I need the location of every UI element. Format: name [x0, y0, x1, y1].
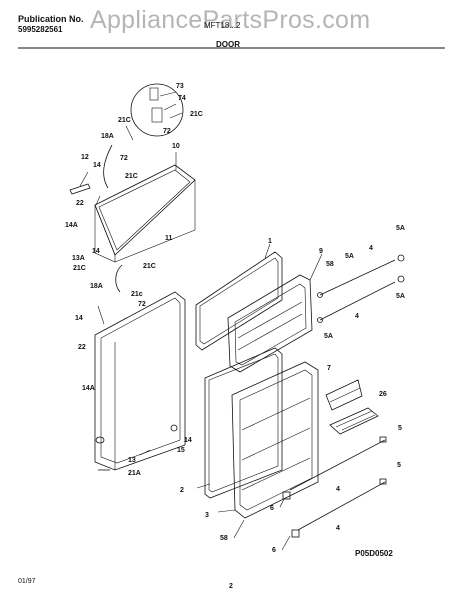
callout-21c-c: 21C [125, 173, 138, 180]
callout-72-a: 72 [163, 128, 171, 135]
callout-21c-a: 21C [190, 111, 203, 118]
callout-3: 3 [205, 512, 209, 519]
egg-tray [329, 407, 379, 435]
bar-end-6-1 [282, 491, 291, 500]
callout-4-b: 4 [355, 313, 359, 320]
callout-5a-d: 5A [324, 333, 333, 340]
callout-9: 9 [319, 248, 323, 255]
shelf-rod-upper [319, 259, 396, 296]
callout-74: 74 [178, 95, 186, 102]
callout-2: 2 [180, 487, 184, 494]
publication-label: Publication No. [18, 14, 84, 24]
callout-14-a: 14 [93, 162, 101, 169]
rod-cap-5a-4 [317, 317, 323, 323]
callout-14-c: 14 [75, 315, 83, 322]
shelf-rod-lower [319, 281, 396, 321]
callout-18a-a: 18A [101, 133, 114, 140]
freezer-door-panel [94, 164, 196, 263]
callout-7: 7 [327, 365, 331, 372]
callout-15: 15 [177, 447, 185, 454]
leader-lines [79, 112, 323, 551]
screw-13 [95, 436, 105, 444]
dairy-bin [325, 379, 363, 411]
callout-72-c: 72 [138, 301, 146, 308]
freezer-door [227, 274, 313, 373]
publication-number: 5995282561 [18, 25, 63, 34]
hinge-detail-circle [130, 83, 184, 137]
freezer-door-gasket [195, 251, 283, 351]
hinge-cord-lower [115, 264, 123, 293]
callout-14a-a: 14A [65, 222, 78, 229]
rod-cap-5a-1 [397, 254, 405, 262]
callout-5a-b: 5A [396, 225, 405, 232]
callout-5-a: 5 [398, 425, 402, 432]
callout-10: 10 [172, 143, 180, 150]
callout-5-b: 5 [397, 462, 401, 469]
callout-14-d: 14 [184, 437, 192, 444]
callout-6-a: 6 [270, 505, 274, 512]
callout-22-a: 22 [76, 200, 84, 207]
callout-12: 12 [81, 154, 89, 161]
page-number: 2 [229, 583, 233, 590]
callout-18a-b: 18A [90, 283, 103, 290]
callout-58-a: 58 [326, 261, 334, 268]
callout-11: 11 [165, 235, 173, 242]
callout-5a-a: 5A [345, 253, 354, 260]
callout-21c-lower: 21c [131, 291, 143, 298]
callout-21a: 21A [128, 470, 141, 477]
callout-14a-b: 14A [82, 385, 95, 392]
fresh-food-door-gasket [204, 347, 283, 499]
hinge-cord-upper [103, 144, 113, 189]
rod-cap-5a-2 [397, 275, 405, 283]
callout-5a-c: 5A [396, 293, 405, 300]
callout-21c-e: 21C [143, 263, 156, 270]
callout-22-b: 22 [78, 344, 86, 351]
callout-13a: 13A [72, 255, 85, 262]
door-rack-bar-2 [297, 481, 386, 531]
callout-21c-b: 21C [118, 117, 131, 124]
plug-14 [170, 424, 178, 432]
watermark: AppliancePartsPros.com [90, 6, 371, 34]
rod-cap-5a-3 [317, 292, 323, 298]
fresh-food-door [231, 361, 319, 519]
diagram-code: P05D0502 [355, 549, 393, 558]
callout-4-c: 4 [336, 486, 340, 493]
footer-date: 01/97 [18, 578, 36, 585]
bar-end-5-2 [379, 478, 387, 485]
bar-end-6-2 [291, 529, 300, 538]
handle-strip [69, 183, 91, 195]
callout-4-a: 4 [369, 245, 373, 252]
fresh-food-door-panel [94, 291, 186, 471]
callout-21c-d: 21C [73, 265, 86, 272]
section-title: DOOR [216, 40, 240, 49]
callout-4-d: 4 [336, 525, 340, 532]
callout-73: 73 [176, 83, 184, 90]
door-rack-bar-1 [289, 439, 386, 491]
callout-58-b: 58 [220, 535, 228, 542]
callout-72-b: 72 [120, 155, 128, 162]
model-label: MFT18...2 [204, 21, 241, 30]
bar-end-5-1 [379, 436, 387, 443]
callout-6-b: 6 [272, 547, 276, 554]
callout-labels: 73 74 21C 72 21C 18A 72 10 12 14 21C 22 … [65, 83, 405, 554]
callout-13: 13 [128, 457, 136, 464]
callout-1: 1 [268, 238, 272, 245]
callout-14-b: 14 [92, 248, 100, 255]
callout-26: 26 [379, 391, 387, 398]
